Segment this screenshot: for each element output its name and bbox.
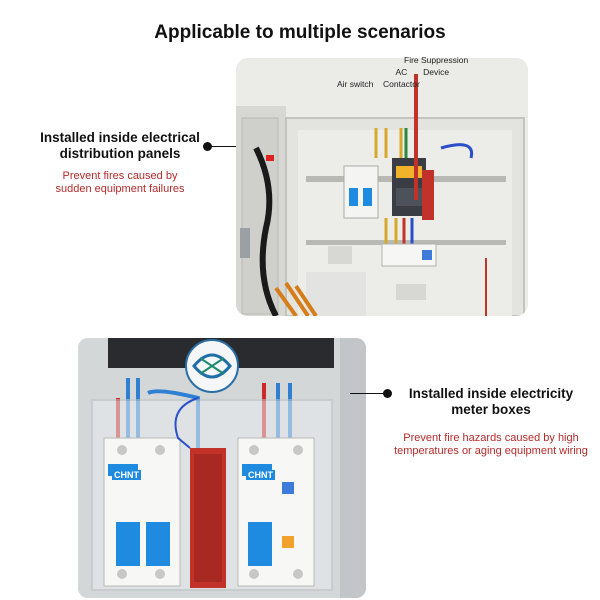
- scenario-top-pointer-line: [210, 146, 260, 147]
- page-title: Applicable to multiple scenarios: [154, 22, 446, 43]
- scenario-top-pointer-dot: [203, 142, 212, 151]
- scenario-bottom-pointer-dot: [383, 389, 392, 398]
- scenario-bottom-heading: Installed inside electricity meter boxes: [408, 386, 574, 417]
- scenario-bottom-pointer-line: [350, 393, 384, 394]
- label-ac-contactor: AC Contactor: [383, 67, 420, 89]
- scenario-top-heading: Installed inside electrical distribution…: [40, 130, 200, 161]
- label-air-switch: Air switch: [337, 79, 374, 89]
- meter-box-illustration: [78, 338, 366, 598]
- scenario-top-note: Prevent fires caused by sudden equipment…: [55, 170, 185, 195]
- breaker-right-brand: CHNT: [246, 470, 275, 480]
- scenario-bottom-note: Prevent fire hazards caused by high temp…: [394, 432, 588, 457]
- label-fire-suppression-device: Fire Suppression Device: [404, 55, 469, 77]
- distribution-panel-illustration: [236, 58, 528, 316]
- scenario-top-caption: Installed inside electrical distribution…: [30, 130, 210, 196]
- breaker-left-brand: CHNT: [112, 470, 141, 480]
- scenario-bottom-caption: Installed inside electricity meter boxes…: [384, 386, 598, 458]
- meter-box-photo: CHNT CHNT: [78, 338, 366, 598]
- distribution-panel-photo: [236, 58, 528, 316]
